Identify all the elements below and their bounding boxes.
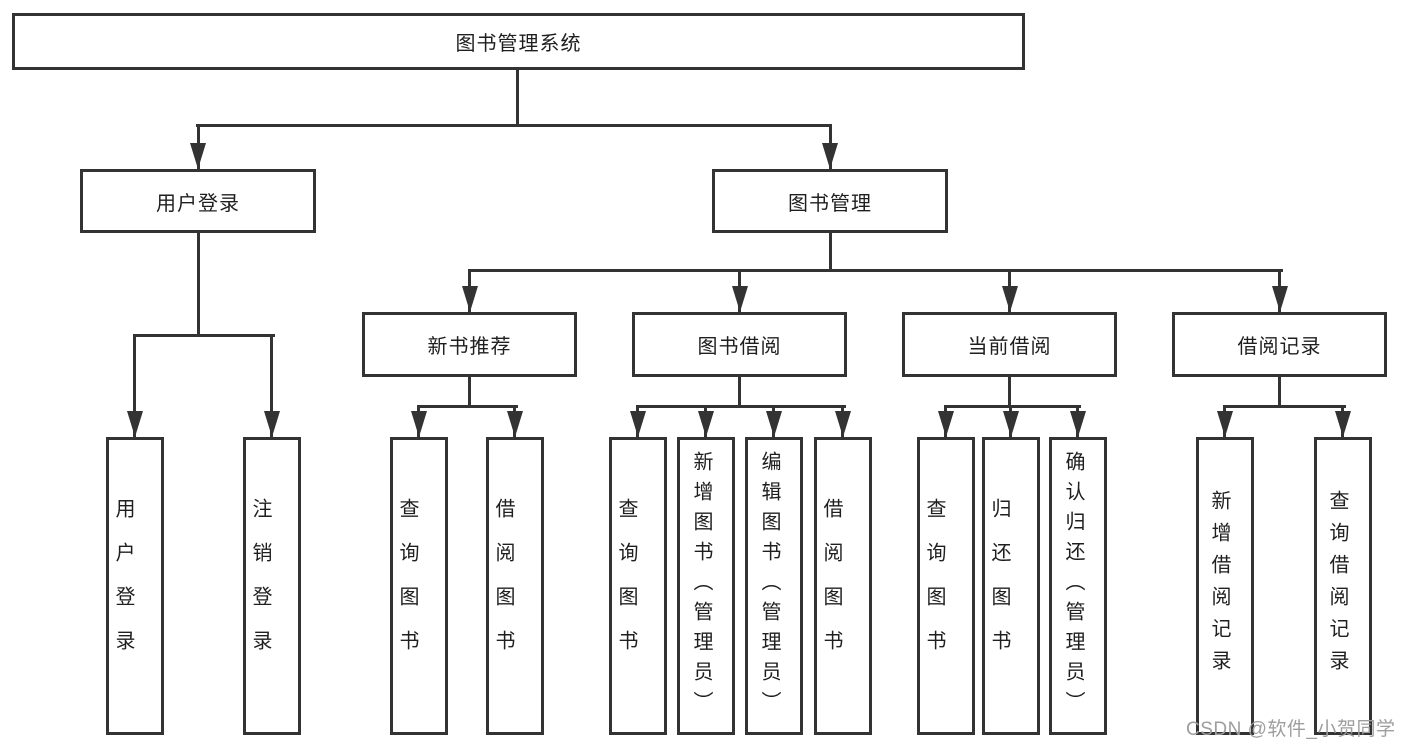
arrowhead <box>507 411 523 437</box>
arrowhead <box>822 143 838 169</box>
node-current-borrowing: 当前借阅 <box>902 312 1117 377</box>
node-new-book-recommendation-label: 新书推荐 <box>427 336 512 358</box>
connector-line <box>468 269 1283 272</box>
connector-line <box>417 405 518 408</box>
connector-line <box>1278 377 1281 407</box>
leaf-confirm-return-admin: 确认归还（管理员） <box>1049 437 1107 735</box>
leaf-confirm-return-admin-label: 确认归还（管理员） <box>1062 451 1084 721</box>
leaf-query-books-current: 查询图书 <box>917 437 975 735</box>
arrowhead <box>1002 286 1018 312</box>
arrowhead <box>938 411 954 437</box>
arrowhead <box>1272 286 1288 312</box>
arrowhead <box>732 286 748 312</box>
arrowhead <box>411 411 427 437</box>
leaf-user-login: 用户登录 <box>106 437 164 735</box>
arrowhead <box>766 411 782 437</box>
connector-line <box>270 334 273 437</box>
leaf-add-borrow-record: 新增借阅记录 <box>1196 437 1254 735</box>
leaf-edit-book-admin-label: 编辑图书（管理员） <box>758 451 780 721</box>
leaf-edit-book-admin: 编辑图书（管理员） <box>745 437 803 735</box>
leaf-logout-label: 注销登录 <box>249 498 271 674</box>
leaf-query-borrow-record-label: 查询借阅记录 <box>1326 490 1348 682</box>
arrowhead <box>1070 411 1086 437</box>
connector-line <box>738 377 741 407</box>
leaf-borrow-books-borrowing: 借阅图书 <box>814 437 872 735</box>
connector-line <box>829 233 832 272</box>
arrowhead <box>630 411 646 437</box>
leaf-add-book-admin: 新增图书（管理员） <box>677 437 735 735</box>
node-root-label: 图书管理系统 <box>455 33 582 55</box>
node-new-book-recommendation: 新书推荐 <box>362 312 577 377</box>
arrowhead <box>1003 411 1019 437</box>
leaf-return-books: 归还图书 <box>982 437 1040 735</box>
leaf-query-books-borrowing: 查询图书 <box>609 437 667 735</box>
node-book-management-label: 图书管理 <box>788 192 872 215</box>
leaf-user-login-label: 用户登录 <box>112 498 134 674</box>
leaf-query-books-current-label: 查询图书 <box>923 498 945 674</box>
node-root: 图书管理系统 <box>12 13 1025 70</box>
leaf-query-borrow-record: 查询借阅记录 <box>1314 437 1372 735</box>
connector-line <box>133 334 275 337</box>
leaf-query-books-recommend: 查询图书 <box>390 437 448 735</box>
connector-line <box>1008 377 1011 407</box>
node-user-login: 用户登录 <box>80 169 316 233</box>
arrowhead <box>698 411 714 437</box>
arrowhead <box>264 411 280 437</box>
leaf-return-books-label: 归还图书 <box>988 498 1010 674</box>
node-book-borrowing: 图书借阅 <box>632 312 847 377</box>
node-borrowing-records-label: 借阅记录 <box>1237 336 1322 358</box>
connector-line <box>516 70 519 126</box>
node-borrowing-records: 借阅记录 <box>1172 312 1387 377</box>
node-book-borrowing-label: 图书借阅 <box>697 336 782 358</box>
connector-line <box>1223 405 1346 408</box>
arrowhead <box>1335 411 1351 437</box>
arrowhead <box>462 286 478 312</box>
connector-line <box>636 405 846 408</box>
arrowhead <box>835 411 851 437</box>
connector-line <box>944 405 1081 408</box>
arrowhead <box>127 411 143 437</box>
arrowhead <box>190 143 206 169</box>
leaf-logout: 注销登录 <box>243 437 301 735</box>
leaf-query-books-recommend-label: 查询图书 <box>396 498 418 674</box>
connector-line <box>197 233 200 337</box>
node-user-login-label: 用户登录 <box>156 192 240 215</box>
leaf-borrow-books-borrowing-label: 借阅图书 <box>820 498 842 674</box>
leaf-query-books-borrowing-label: 查询图书 <box>615 498 637 674</box>
connector-line <box>468 377 471 407</box>
arrowhead <box>1217 411 1233 437</box>
leaf-add-book-admin-label: 新增图书（管理员） <box>690 451 712 721</box>
connector-line <box>133 334 136 437</box>
leaf-add-borrow-record-label: 新增借阅记录 <box>1208 490 1230 682</box>
node-book-management: 图书管理 <box>712 169 948 233</box>
leaf-borrow-books-recommend: 借阅图书 <box>486 437 544 735</box>
connector-line <box>196 124 832 127</box>
node-current-borrowing-label: 当前借阅 <box>967 336 1052 358</box>
leaf-borrow-books-recommend-label: 借阅图书 <box>492 498 514 674</box>
watermark: CSDN @软件_小贺同学 <box>1186 719 1396 740</box>
